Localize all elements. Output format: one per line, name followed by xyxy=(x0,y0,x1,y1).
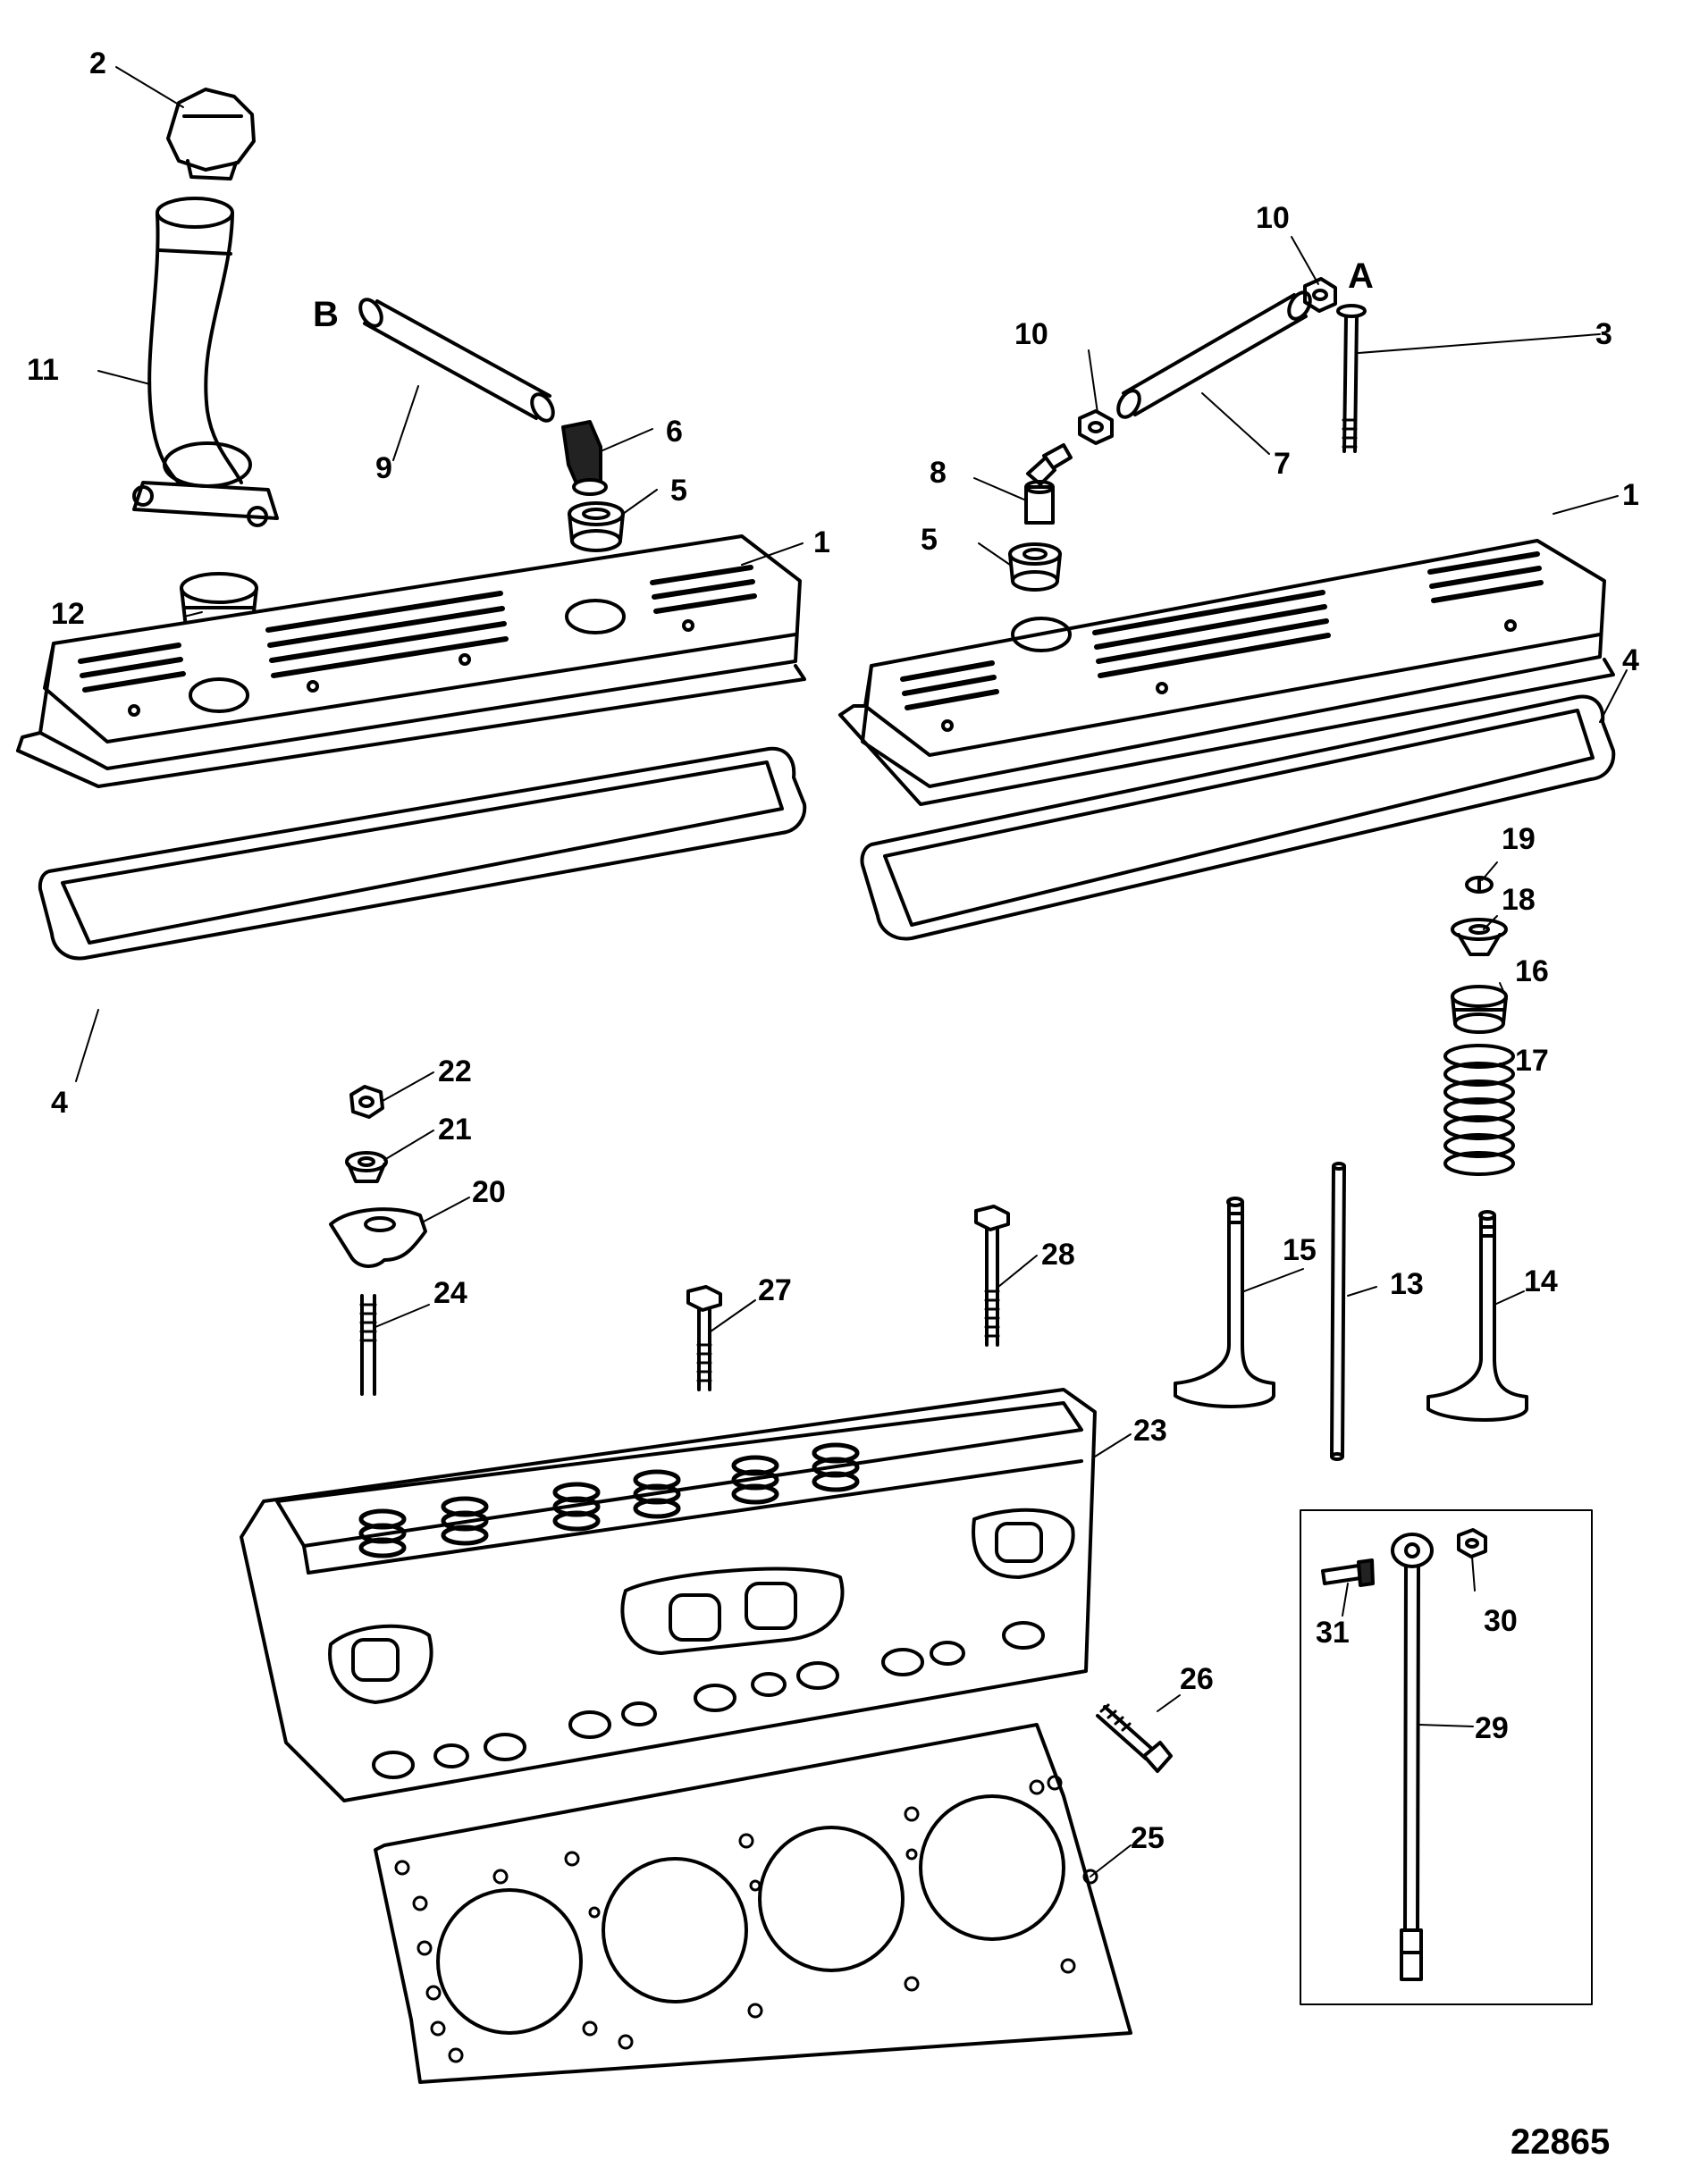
callout-7: 7 xyxy=(1274,447,1291,481)
callout-24: 24 xyxy=(433,1276,467,1310)
callout-20: 20 xyxy=(472,1175,506,1209)
callout-29: 29 xyxy=(1475,1711,1509,1745)
pcv-elbow-fitting xyxy=(561,420,608,496)
callout-16: 16 xyxy=(1515,954,1549,988)
valve-spring xyxy=(1443,1044,1515,1176)
head-side-bolt xyxy=(1096,1703,1173,1773)
callout-3: 3 xyxy=(1595,317,1612,351)
push-rod xyxy=(1330,1162,1346,1461)
head-bolt-short xyxy=(686,1285,722,1391)
callout-6: 6 xyxy=(666,415,683,449)
pcv-valve xyxy=(1024,443,1073,525)
callouts: 2 11 12 B 9 6 5 1 4 10 A 3 10 7 8 5 1 4 … xyxy=(27,46,1639,2162)
callout-13: 13 xyxy=(1390,1267,1424,1301)
callout-22: 22 xyxy=(438,1054,472,1088)
rocker-nut xyxy=(349,1085,384,1119)
valve-seal xyxy=(1451,985,1508,1034)
callout-5-left: 5 xyxy=(670,474,687,508)
valve-cover-gasket-right xyxy=(860,694,1616,941)
valve-cover-right xyxy=(838,539,1615,806)
knock-sensor xyxy=(1391,1533,1434,1981)
callout-1-right: 1 xyxy=(1622,478,1639,512)
knock-sensor-box xyxy=(1300,1509,1593,2005)
knock-sensor-stud xyxy=(1321,1558,1375,1587)
valve-cover-bolt xyxy=(1336,304,1367,453)
head-bolt-long xyxy=(974,1205,1010,1347)
leader-lines xyxy=(75,66,1628,1877)
callout-23: 23 xyxy=(1133,1414,1167,1448)
oil-filler-cap xyxy=(166,88,256,181)
callout-11: 11 xyxy=(27,353,59,387)
callout-5-right: 5 xyxy=(921,523,938,557)
callout-4-right: 4 xyxy=(1622,643,1639,677)
valve-spring-cap xyxy=(1451,918,1508,956)
cylinder-head xyxy=(240,1388,1097,1802)
callout-4-left: 4 xyxy=(51,1086,68,1120)
view-letter-b: B xyxy=(313,295,339,334)
grommet-left xyxy=(568,501,625,552)
rocker-arm xyxy=(329,1207,427,1268)
callout-28: 28 xyxy=(1041,1238,1075,1272)
cylinder-head-gasket xyxy=(374,1723,1132,2084)
valve-cover-left xyxy=(16,534,806,788)
view-letter-a: A xyxy=(1348,256,1374,296)
callout-17: 17 xyxy=(1515,1044,1549,1078)
rocker-stud xyxy=(359,1294,377,1396)
callout-1-left: 1 xyxy=(813,525,830,559)
hose-clamp-nut-mid xyxy=(1078,409,1114,445)
grommet-right xyxy=(1008,542,1062,592)
callout-25: 25 xyxy=(1131,1821,1165,1855)
callout-2: 2 xyxy=(89,46,106,80)
valve-cover-gasket-left xyxy=(38,746,807,961)
pcv-hose-right xyxy=(1116,290,1312,419)
callout-27: 27 xyxy=(758,1273,792,1307)
callout-8: 8 xyxy=(930,456,947,490)
callout-18: 18 xyxy=(1502,883,1536,917)
callout-15: 15 xyxy=(1283,1233,1317,1267)
callout-31: 31 xyxy=(1316,1616,1350,1650)
callout-30: 30 xyxy=(1484,1604,1518,1638)
callout-21: 21 xyxy=(438,1113,472,1147)
oil-filler-tube xyxy=(132,197,279,527)
pcv-hose-left xyxy=(358,298,555,423)
valve-springs-on-head xyxy=(358,1442,860,1558)
intake-valve xyxy=(1174,1197,1275,1408)
callout-10-top: 10 xyxy=(1256,201,1290,235)
callout-14: 14 xyxy=(1524,1264,1558,1298)
callout-10-mid: 10 xyxy=(1014,317,1048,351)
head-bolt-bosses xyxy=(372,1621,1045,1779)
exhaust-valve xyxy=(1426,1210,1528,1422)
callout-12: 12 xyxy=(51,597,85,631)
figure-number: 22865 xyxy=(1510,2122,1610,2162)
valve-keeper xyxy=(1465,876,1494,894)
callout-9: 9 xyxy=(375,451,392,485)
callout-19: 19 xyxy=(1502,822,1536,856)
knock-sensor-nut xyxy=(1457,1528,1487,1558)
rocker-ball xyxy=(345,1151,388,1183)
hose-clamp-nut-top xyxy=(1303,277,1337,313)
callout-26: 26 xyxy=(1180,1662,1214,1696)
